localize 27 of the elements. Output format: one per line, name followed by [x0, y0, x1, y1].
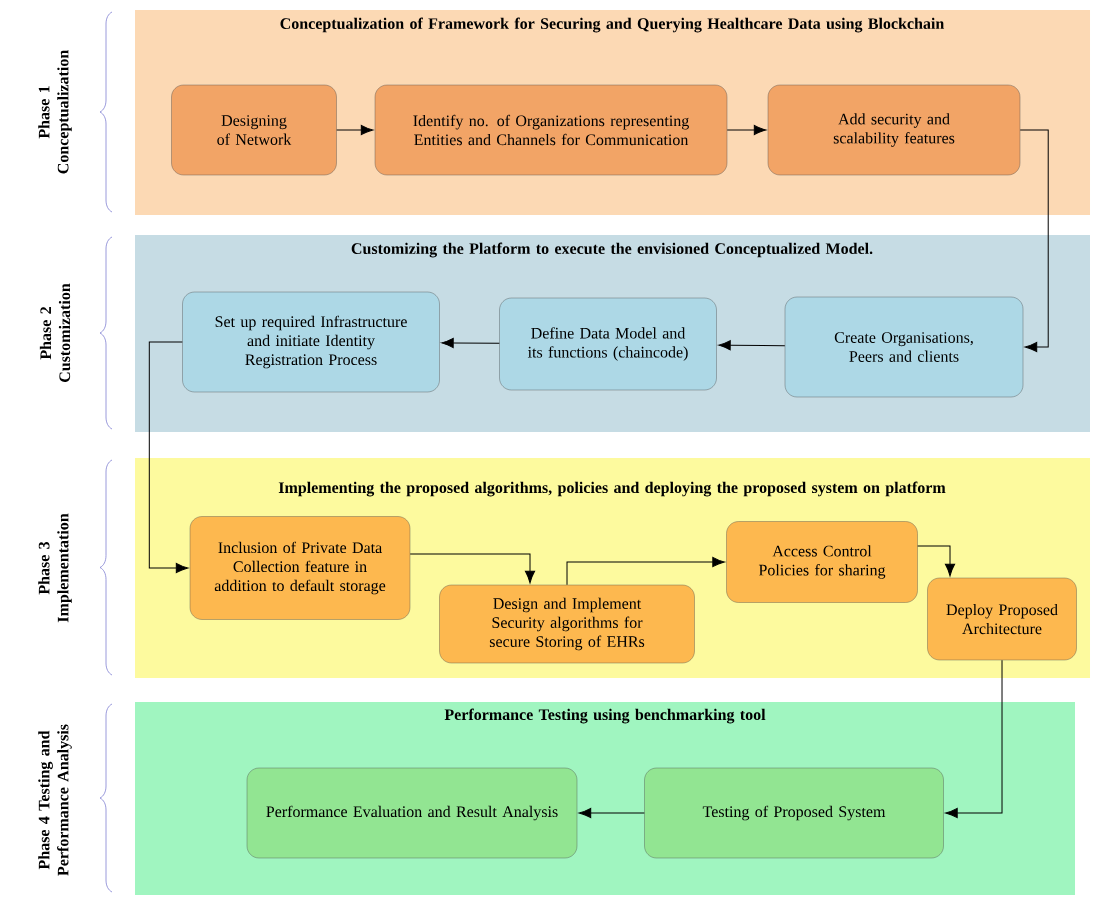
arrow — [917, 545, 956, 577]
arrow — [726, 124, 767, 136]
process-box: Testing of Proposed System — [644, 767, 944, 859]
arrow — [945, 659, 1003, 819]
phase-label: Phase 2 Customization — [39, 283, 71, 382]
arrow — [578, 807, 645, 819]
process-box: Designing of Network — [171, 84, 337, 176]
process-box: Inclusion of Private Data Collection feature in addition to default storage — [189, 516, 411, 620]
arrow — [718, 340, 786, 351]
process-box: Identify no. of Organizations representing Entities and Channels for Communication — [374, 84, 728, 176]
arrow — [336, 124, 374, 136]
process-box: Deploy Proposed Architecture — [927, 577, 1077, 661]
process-box: Define Data Model and its functions (chaincode) — [499, 297, 717, 391]
arrow — [409, 553, 536, 584]
process-box: Create Organisations, Peers and clients — [784, 296, 1024, 398]
process-box: Set up required Infrastructure and initiate Identity Registration Process — [182, 291, 440, 393]
arrow — [441, 337, 500, 349]
process-box: Access Control Policies for sharing — [726, 521, 918, 603]
arrow — [566, 556, 725, 586]
process-box: Design and Implement Security algorithms for secure Storing of EHRs — [439, 584, 695, 664]
phase-label: Phase 4 Testing and Performance Analysis — [38, 724, 72, 876]
phase-label: Phase 3 Implementation — [38, 513, 72, 623]
process-box: Performance Evaluation and Result Analysis — [246, 767, 578, 859]
arrow — [148, 341, 189, 574]
phase-label: Phase 1 Conceptualization — [38, 50, 72, 174]
arrow — [1019, 129, 1049, 353]
process-box: Add security and scalability features — [767, 84, 1021, 176]
